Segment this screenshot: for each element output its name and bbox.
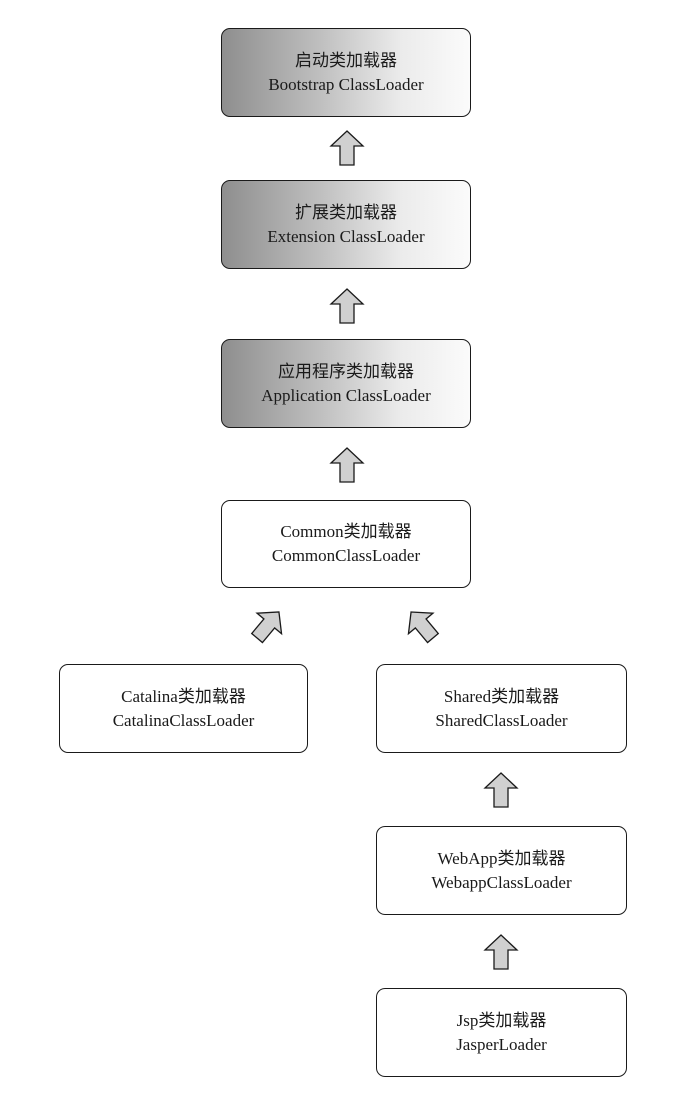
bootstrap-node-name: 启动类加载器 <box>295 50 397 70</box>
application-classloader-node: 应用程序类加载器 Application ClassLoader <box>221 339 471 428</box>
catalina-node-name: Catalina类加载器 <box>121 686 246 706</box>
catalina-classloader-node: Catalina类加载器 CatalinaClassLoader <box>59 664 308 753</box>
webapp-node-class: WebappClassLoader <box>431 872 572 892</box>
application-node-name: 应用程序类加载器 <box>278 361 414 381</box>
jsp-node-class: JasperLoader <box>456 1034 547 1054</box>
arrow-common-to-application-icon <box>329 447 365 483</box>
arrow-catalina-to-common-icon <box>250 611 283 644</box>
arrow-webapp-to-shared-icon <box>483 772 519 808</box>
bootstrap-node-class: Bootstrap ClassLoader <box>268 74 424 94</box>
extension-node-class: Extension ClassLoader <box>267 226 425 246</box>
arrow-shared-to-common-icon <box>407 611 440 644</box>
extension-classloader-node: 扩展类加载器 Extension ClassLoader <box>221 180 471 269</box>
arrow-extension-to-bootstrap-icon <box>329 130 365 166</box>
shared-node-class: SharedClassLoader <box>435 710 568 730</box>
extension-node-name: 扩展类加载器 <box>295 202 397 222</box>
application-node-class: Application ClassLoader <box>261 385 431 405</box>
bootstrap-classloader-node: 启动类加载器 Bootstrap ClassLoader <box>221 28 471 117</box>
arrow-jsp-to-webapp-icon <box>483 934 519 970</box>
catalina-node-class: CatalinaClassLoader <box>112 710 255 730</box>
shared-node-name: Shared类加载器 <box>443 686 560 706</box>
jsp-classloader-node: Jsp类加载器 JasperLoader <box>376 988 627 1077</box>
webapp-node-name: WebApp类加载器 <box>437 848 566 868</box>
arrow-application-to-extension-icon <box>329 288 365 324</box>
common-classloader-node: Common类加载器 CommonClassLoader <box>221 500 471 588</box>
jsp-node-name: Jsp类加载器 <box>456 1010 547 1030</box>
common-node-class: CommonClassLoader <box>271 546 421 565</box>
webapp-classloader-node: WebApp类加载器 WebappClassLoader <box>376 826 627 915</box>
common-node-name: Common类加载器 <box>280 522 412 541</box>
shared-classloader-node: Shared类加载器 SharedClassLoader <box>376 664 627 753</box>
